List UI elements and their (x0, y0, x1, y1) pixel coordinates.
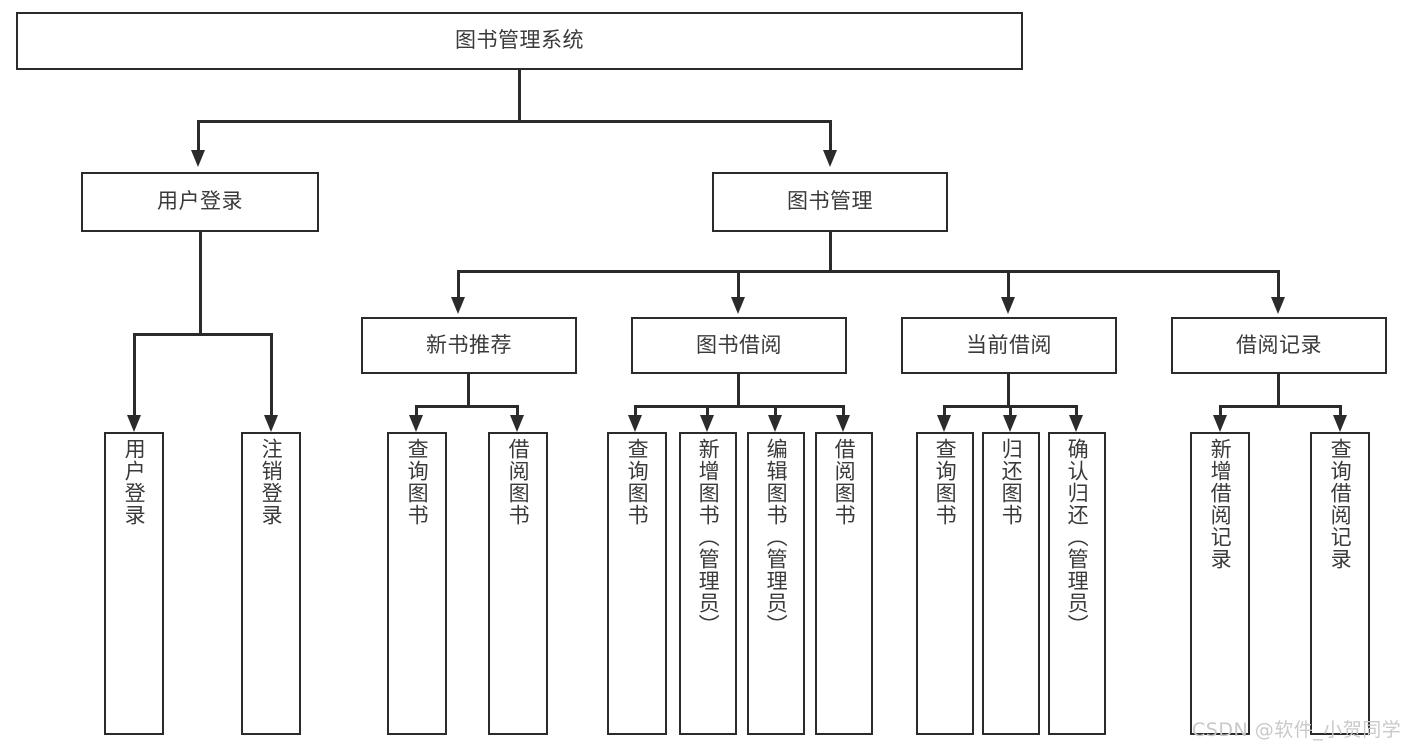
arrow-cb-to-leaf-2 (1003, 415, 1017, 432)
arrow-root-to-book-management (823, 150, 837, 167)
node-label: 用户登录 (122, 438, 147, 526)
connector-cb-to-leaf-1 (943, 405, 946, 418)
node-label: 查询图书 (625, 438, 650, 526)
connector-user-login-bar (133, 333, 272, 336)
node-current-borrow[interactable]: 当前借阅 (901, 317, 1117, 374)
node-label: 图书借阅 (696, 332, 782, 357)
node-book-management[interactable]: 图书管理 (712, 172, 948, 232)
leaf-br-query-record[interactable]: 查询借阅记录 (1310, 432, 1370, 735)
leaf-cb-query-book[interactable]: 查询图书 (916, 432, 974, 735)
connector-bb-to-leaf-4 (842, 405, 845, 418)
connector-user-login-stem (199, 232, 202, 335)
csdn-watermark: CSDN @软件_小贺同学 (1192, 715, 1401, 742)
arrow-cb-to-leaf-1 (937, 415, 951, 432)
leaf-user-login[interactable]: 用户登录 (104, 432, 164, 735)
leaf-nb-query-book[interactable]: 查询图书 (387, 432, 447, 735)
connector-user-login-to-leaf-2 (270, 333, 273, 418)
node-label: 当前借阅 (966, 332, 1052, 357)
arrow-bm-to-new-book (451, 297, 465, 314)
node-label: 新增借阅记录 (1208, 438, 1233, 570)
node-label: 新书推荐 (426, 332, 512, 357)
arrow-nb-to-leaf-2 (510, 415, 524, 432)
connector-user-login-to-leaf-1 (133, 333, 136, 418)
leaf-bb-add-book-admin[interactable]: 新增图书（管理员） (679, 432, 737, 735)
connector-bm-to-book-borrow (737, 270, 740, 300)
node-book-borrow[interactable]: 图书借阅 (631, 317, 847, 374)
node-label: 新增图书（管理员） (696, 438, 721, 636)
connector-borrow-record-bar (1219, 405, 1341, 408)
node-label: 借阅图书 (832, 438, 857, 526)
connector-nb-to-leaf-1 (415, 405, 418, 418)
leaf-bb-query-book[interactable]: 查询图书 (607, 432, 667, 735)
connector-nb-to-leaf-2 (516, 405, 519, 418)
connector-bb-to-leaf-3 (774, 405, 777, 418)
arrow-bb-to-leaf-2 (700, 415, 714, 432)
node-label: 注销登录 (259, 438, 284, 526)
node-label: 查询借阅记录 (1328, 438, 1353, 570)
node-label: 查询图书 (933, 438, 958, 526)
arrow-root-to-user-login (191, 150, 205, 167)
leaf-cb-return-book[interactable]: 归还图书 (982, 432, 1040, 735)
node-label: 图书管理系统 (455, 28, 584, 53)
arrow-user-login-to-leaf-1 (127, 415, 141, 432)
connector-br-to-leaf-2 (1339, 405, 1342, 418)
node-label: 编辑图书（管理员） (764, 438, 789, 636)
node-label: 归还图书 (999, 438, 1024, 526)
connector-book-borrow-stem (737, 374, 740, 407)
connector-root-to-user-login (197, 120, 200, 153)
node-label: 确认归还（管理员） (1065, 438, 1090, 636)
connector-cb-to-leaf-2 (1009, 405, 1012, 418)
arrow-bm-to-borrow-record (1271, 297, 1285, 314)
connector-root-stem (518, 70, 521, 122)
node-label: 图书管理 (787, 189, 873, 214)
connector-root-bar (197, 120, 831, 123)
leaf-br-add-record[interactable]: 新增借阅记录 (1190, 432, 1250, 735)
connector-book-borrow-bar (634, 405, 843, 408)
node-root-book-management-system[interactable]: 图书管理系统 (16, 12, 1023, 70)
arrow-br-to-leaf-1 (1213, 415, 1227, 432)
node-label: 借阅图书 (506, 438, 531, 526)
arrow-bm-to-current-borrow (1001, 297, 1015, 314)
connector-current-borrow-stem (1007, 374, 1010, 407)
connector-bm-to-new-book (457, 270, 460, 300)
connector-bb-to-leaf-2 (706, 405, 709, 418)
connector-new-book-bar (415, 405, 519, 408)
arrow-nb-to-leaf-1 (409, 415, 423, 432)
arrow-cb-to-leaf-3 (1069, 415, 1083, 432)
leaf-bb-borrow-book[interactable]: 借阅图书 (815, 432, 873, 735)
connector-cb-to-leaf-3 (1075, 405, 1078, 418)
connector-root-to-book-management (829, 120, 832, 153)
connector-book-management-bar (457, 270, 1280, 273)
arrow-bb-to-leaf-3 (768, 415, 782, 432)
arrow-bb-to-leaf-1 (628, 415, 642, 432)
node-user-login[interactable]: 用户登录 (81, 172, 319, 232)
node-label: 查询图书 (405, 438, 430, 526)
leaf-cb-confirm-return-admin[interactable]: 确认归还（管理员） (1048, 432, 1106, 735)
arrow-br-to-leaf-2 (1333, 415, 1347, 432)
connector-new-book-stem (467, 374, 470, 407)
node-borrow-record[interactable]: 借阅记录 (1171, 317, 1387, 374)
node-label: 用户登录 (157, 189, 243, 214)
arrow-bm-to-book-borrow (731, 297, 745, 314)
connector-bm-to-current-borrow (1007, 270, 1010, 300)
leaf-logout[interactable]: 注销登录 (241, 432, 301, 735)
arrow-bb-to-leaf-4 (836, 415, 850, 432)
connector-bb-to-leaf-1 (634, 405, 637, 418)
connector-bm-to-borrow-record (1277, 270, 1280, 300)
node-new-book-recommend[interactable]: 新书推荐 (361, 317, 577, 374)
node-label: 借阅记录 (1236, 332, 1322, 357)
watermark-text: CSDN @软件_小贺同学 (1192, 719, 1402, 741)
arrow-user-login-to-leaf-2 (264, 415, 278, 432)
leaf-bb-edit-book-admin[interactable]: 编辑图书（管理员） (747, 432, 805, 735)
connector-br-to-leaf-1 (1219, 405, 1222, 418)
leaf-nb-borrow-book[interactable]: 借阅图书 (488, 432, 548, 735)
connector-borrow-record-stem (1277, 374, 1280, 407)
connector-book-management-stem (829, 232, 832, 272)
